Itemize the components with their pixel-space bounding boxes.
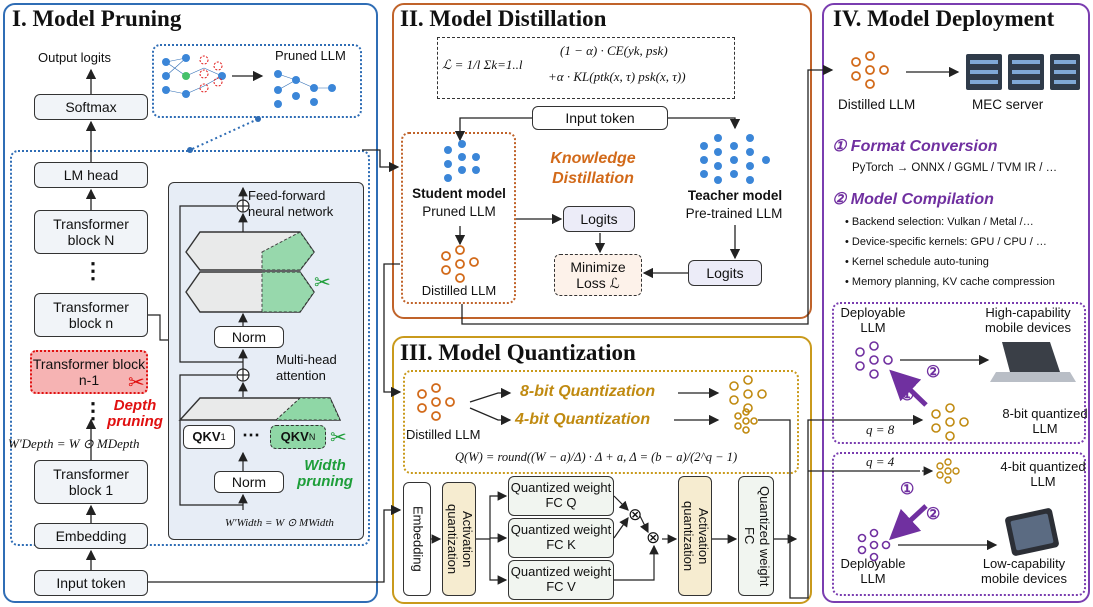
- mec-server-label: MEC server: [972, 97, 1044, 112]
- quant-distilled-llm: Distilled LLM: [406, 427, 481, 442]
- depth-pruning-label: Depth pruning: [107, 397, 163, 430]
- eight-bit-label: 8-bit Quantization: [520, 383, 656, 400]
- bullet-1: • Device-specific kernels: GPU / CPU / …: [845, 236, 1047, 248]
- step2-title: ② Model Compilation: [832, 191, 994, 209]
- mha-label: Multi-head attention: [276, 352, 337, 383]
- activation-quant-1-text: Activation quantization: [445, 503, 475, 575]
- fc-k-box: Quantized weight FC K: [508, 518, 614, 558]
- loss-label: Loss ℒ: [576, 275, 620, 291]
- activation-quant-2-text: Activation quantization: [681, 500, 711, 572]
- activation-quant-2: Activation quantization: [678, 476, 712, 596]
- high-cap-label: High-capability mobile devices: [985, 305, 1071, 335]
- output-logits-label: Output logits: [38, 50, 111, 65]
- circle1-top: ①: [900, 387, 915, 404]
- bullet-3: • Memory planning, KV cache compression: [845, 276, 1055, 288]
- step1-title: ① Format Conversion: [832, 138, 997, 156]
- circle1-bottom: ①: [900, 481, 915, 498]
- quant-formula: Q(W) = round((W − a)/Δ) · Δ + a, Δ = (b …: [455, 450, 738, 464]
- qkv1-text: QKV: [192, 428, 221, 444]
- depth-formula: W′Depth = W ⊙ MDepth: [8, 436, 140, 451]
- width-pruning-label: Width pruning: [297, 457, 353, 490]
- up-gate-projection: Up & Gate projection: [218, 278, 282, 309]
- distill-input-token: Input token: [532, 106, 668, 130]
- fc-v-box: Quantized weight FC V: [508, 560, 614, 600]
- quantized-fc-box: Quantized weight FC: [738, 476, 774, 596]
- four-bit-label: 4-bit Quantization: [515, 411, 651, 428]
- quantized-fc-text: Quantized weight FC: [742, 485, 772, 587]
- transformer-block-n: Transformer block n: [34, 293, 148, 337]
- transformer-block-n-minus-1: Transformer block n-1: [30, 350, 148, 394]
- step1-title-text: Format Conversion: [850, 138, 998, 155]
- teacher-model-label: Teacher model: [687, 188, 783, 203]
- logits-student: Logits: [563, 206, 635, 232]
- minimize-label: Minimize: [570, 258, 626, 275]
- teacher-sub-label: Pre-trained LLM: [685, 206, 783, 221]
- distilled-llm-label: Distilled LLM: [421, 283, 497, 298]
- width-formula: W′Width = W ⊙ MWidth: [225, 517, 334, 529]
- embedding-box: Embedding: [34, 523, 148, 549]
- softmax-box: Softmax: [34, 94, 148, 120]
- q4-label: q = 4: [866, 454, 895, 469]
- q8-quant-label: 8-bit quantized LLM: [1002, 406, 1088, 436]
- quantization-title: III. Model Quantization: [400, 340, 636, 365]
- norm-bottom-box: Norm: [214, 471, 284, 493]
- out-label: Out: [223, 402, 245, 417]
- ffn-label: Feed-forward neural network: [248, 188, 334, 219]
- q8-label: q = 8: [866, 422, 895, 437]
- bullet-0: • Backend selection: Vulkan / Metal /…: [845, 216, 1034, 228]
- deployable-llm-top: Deployable LLM: [840, 305, 906, 335]
- qkvn-sub: N: [308, 431, 316, 442]
- vdots-upper: ⋮: [82, 258, 104, 283]
- deployment-title: IV. Model Deployment: [833, 6, 1055, 31]
- distillation-label: Distillation: [552, 170, 634, 187]
- deploy-distilled-llm: Distilled LLM: [838, 97, 916, 112]
- deployable-llm-bottom: Deployable LLM: [840, 556, 906, 586]
- transformer-block-N: Transformer block N: [34, 210, 148, 254]
- high-cap-region: [832, 302, 1086, 444]
- knowledge-label: Knowledge: [550, 150, 636, 167]
- bullet-2: • Kernel schedule auto-tuning: [845, 256, 989, 268]
- distillation-title: II. Model Distillation: [400, 6, 607, 31]
- scissors-ffn-icon: ✂: [314, 272, 331, 294]
- down-projection: Down projection: [201, 236, 299, 251]
- loss-line1: (1 − α) · CE(yk, psk): [560, 43, 668, 58]
- scissors-width-icon: ✂: [330, 427, 347, 449]
- qkvn-text: QKV: [280, 428, 309, 444]
- pruned-llm-label: Pruned LLM: [275, 48, 346, 63]
- step2-num: ②: [832, 191, 847, 208]
- norm-top-box: Norm: [214, 326, 284, 348]
- vdots-lower: ⋮: [82, 398, 104, 423]
- otimes-2: ⊗: [646, 528, 661, 547]
- step1-num: ①: [832, 138, 847, 155]
- student-model-label: Student model: [412, 186, 506, 201]
- fc-q-box: Quantized weight FC Q: [508, 476, 614, 516]
- activation-quant-1: Activation quantization: [442, 482, 476, 596]
- qkv1-sub: 1: [220, 431, 226, 442]
- scissors-depth-icon: ✂: [128, 372, 145, 394]
- qkv-dots: ⋯: [242, 425, 260, 445]
- transformer-block-1: Transformer block 1: [34, 460, 148, 504]
- circle2-top: ②: [926, 364, 941, 381]
- loss-line2: +α · KL(ptk(x, τ) psk(x, τ)): [548, 69, 686, 84]
- quant-embedding-box: Embedding: [403, 482, 431, 596]
- pruning-panel: [3, 3, 378, 603]
- otimes-1: ⊗: [628, 505, 643, 524]
- lm-head-box: LM head: [34, 162, 148, 188]
- pruning-title: I. Model Pruning: [12, 6, 182, 31]
- student-sub-label: Pruned LLM: [422, 204, 496, 219]
- quant-embedding-text: Embedding: [410, 506, 426, 572]
- circle2-bottom: ②: [926, 506, 941, 523]
- low-cap-label: Low-capability mobile devices: [981, 556, 1067, 586]
- loss-prefix: ℒ = 1/l Σk=1..l: [442, 57, 523, 72]
- input-token-box: Input token: [34, 570, 148, 596]
- step1-text: PyTorch → ONNX / GGML / TVM IR / …: [852, 162, 1058, 174]
- step2-title-text: Model Compilation: [850, 191, 994, 208]
- logits-teacher: Logits: [688, 260, 762, 286]
- q4-quant-label: 4-bit quantized LLM: [1000, 459, 1086, 489]
